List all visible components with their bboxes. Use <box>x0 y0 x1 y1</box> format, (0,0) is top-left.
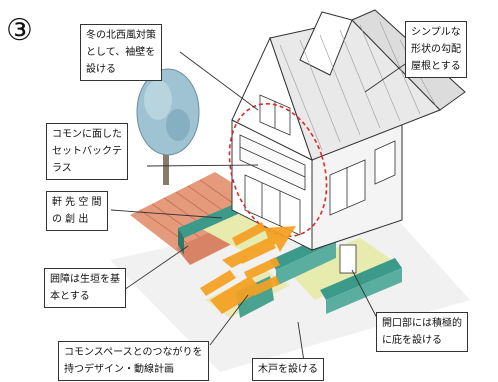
annotation-wooden-door: 木戸を設ける <box>252 358 324 381</box>
annotation-line: 囲障は生垣を基 <box>50 274 120 285</box>
annotation-line: コモンスペースとのつながりを <box>64 347 203 358</box>
annotation-line: の 創 出 <box>52 214 89 225</box>
annotation-opening-eaves: 開口部には積極的 に庇を設ける <box>376 312 468 352</box>
annotation-hedge: 囲障は生垣を基 本とする <box>44 268 126 308</box>
circulation-arrow <box>200 222 296 314</box>
facade-details <box>239 94 396 274</box>
annotation-line: 持つデザイン・動線計画 <box>64 364 174 375</box>
terrace-highlight-ellipse <box>228 102 328 238</box>
annotation-line: として、袖壁を <box>86 47 156 58</box>
tree-illustration <box>136 68 200 185</box>
annotation-line: 木戸を設ける <box>258 364 318 375</box>
annotation-line: 本とする <box>50 291 90 302</box>
annotation-line: 設ける <box>86 64 116 75</box>
annotation-line: 冬の北西風対策 <box>86 30 156 41</box>
annotation-line: 開口部には積極的 <box>382 318 462 329</box>
annotation-line: 軒 先 空 間 <box>52 197 102 208</box>
annotation-line: に庇を設ける <box>382 335 442 346</box>
annotation-line: セットバックテ <box>52 146 122 157</box>
annotation-line: シンプルな <box>411 27 461 38</box>
annotation-line: 屋根とする <box>411 61 461 72</box>
leader-lines <box>110 51 409 369</box>
annotation-roof: シンプルな 形状の勾配 屋根とする <box>405 21 467 78</box>
figure-number: ③ <box>6 13 33 48</box>
annotation-common-space: コモンスペースとのつながりを 持つデザイン・動線計画 <box>58 341 209 381</box>
annotation-line: コモンに面した <box>52 129 122 140</box>
annotation-line: 形状の勾配 <box>411 44 461 55</box>
annotation-eaves-space: 軒 先 空 間 の 創 出 <box>46 191 108 231</box>
annotation-setback-terrace: コモンに面した セットバックテ ラス <box>46 123 128 180</box>
annotation-line: ラス <box>52 163 72 174</box>
annotation-north-west-wind: 冬の北西風対策 として、袖壁を 設ける <box>80 24 162 81</box>
